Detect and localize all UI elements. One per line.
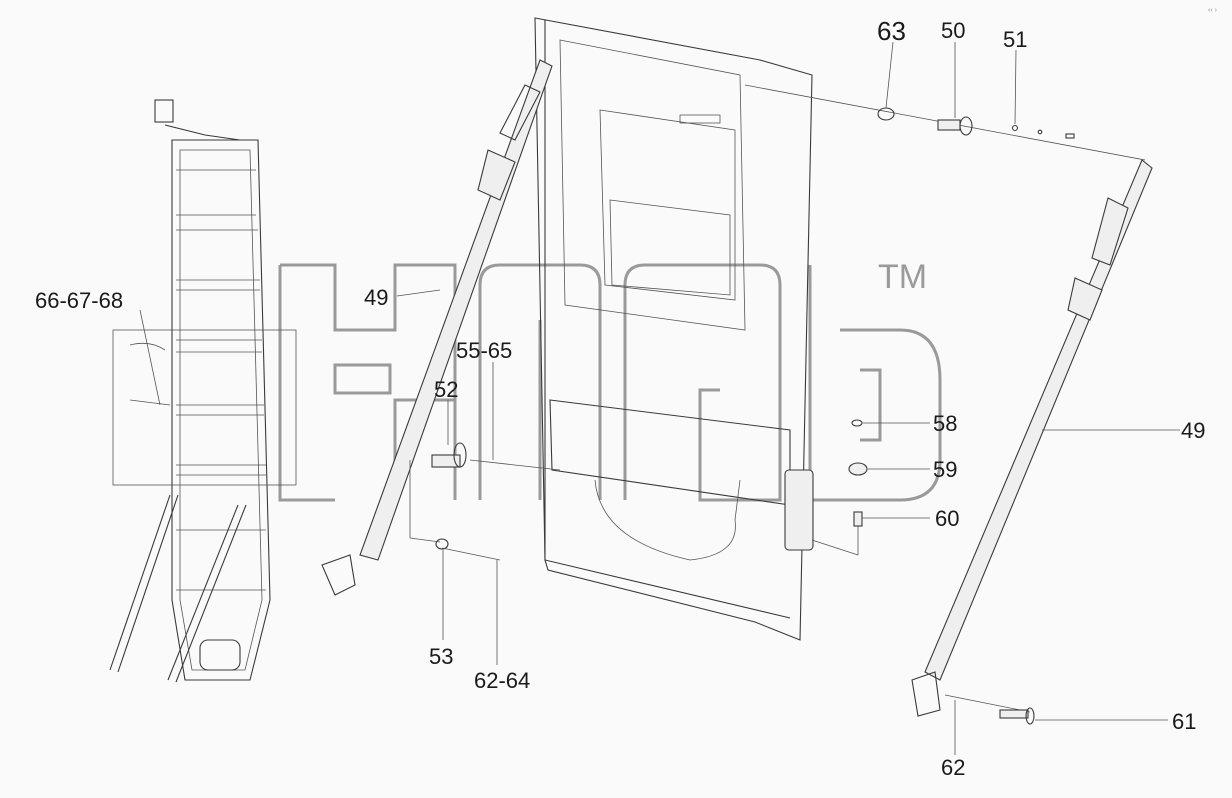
- callout-51: 51: [1003, 27, 1027, 52]
- callout-55-65: 55-65: [456, 338, 512, 363]
- callout-59: 59: [933, 457, 957, 482]
- callout-60: 60: [935, 506, 959, 531]
- callout-49-right: 49: [1181, 418, 1205, 443]
- callout-49-left: 49: [364, 285, 388, 310]
- callout-62-64: 62-64: [474, 668, 530, 693]
- corner-mark: ‹‹ ›: [1208, 7, 1218, 14]
- watermark-logo: TM: [278, 258, 942, 502]
- main-frame: [534, 17, 814, 641]
- pin-parts: [409, 84, 1146, 725]
- cylinder-49-left: [321, 59, 553, 596]
- left-frame-assembly: [109, 99, 297, 683]
- watermark-tm: TM: [878, 258, 927, 296]
- callout-50: 50: [941, 18, 965, 43]
- callout-53: 53: [429, 644, 453, 669]
- callout-66-67-68: 66-67-68: [35, 288, 123, 313]
- cylinder-49-right: [911, 159, 1153, 717]
- leader-lines: [139, 41, 1180, 755]
- callout-61: 61: [1172, 709, 1196, 734]
- callout-52: 52: [434, 377, 458, 402]
- callout-63: 63: [877, 16, 906, 46]
- callout-62: 62: [941, 755, 965, 780]
- callout-58: 58: [933, 411, 957, 436]
- callout-labels: 63 50 51 49 49 66-67-68 55-65 52 58 59 6…: [35, 7, 1218, 780]
